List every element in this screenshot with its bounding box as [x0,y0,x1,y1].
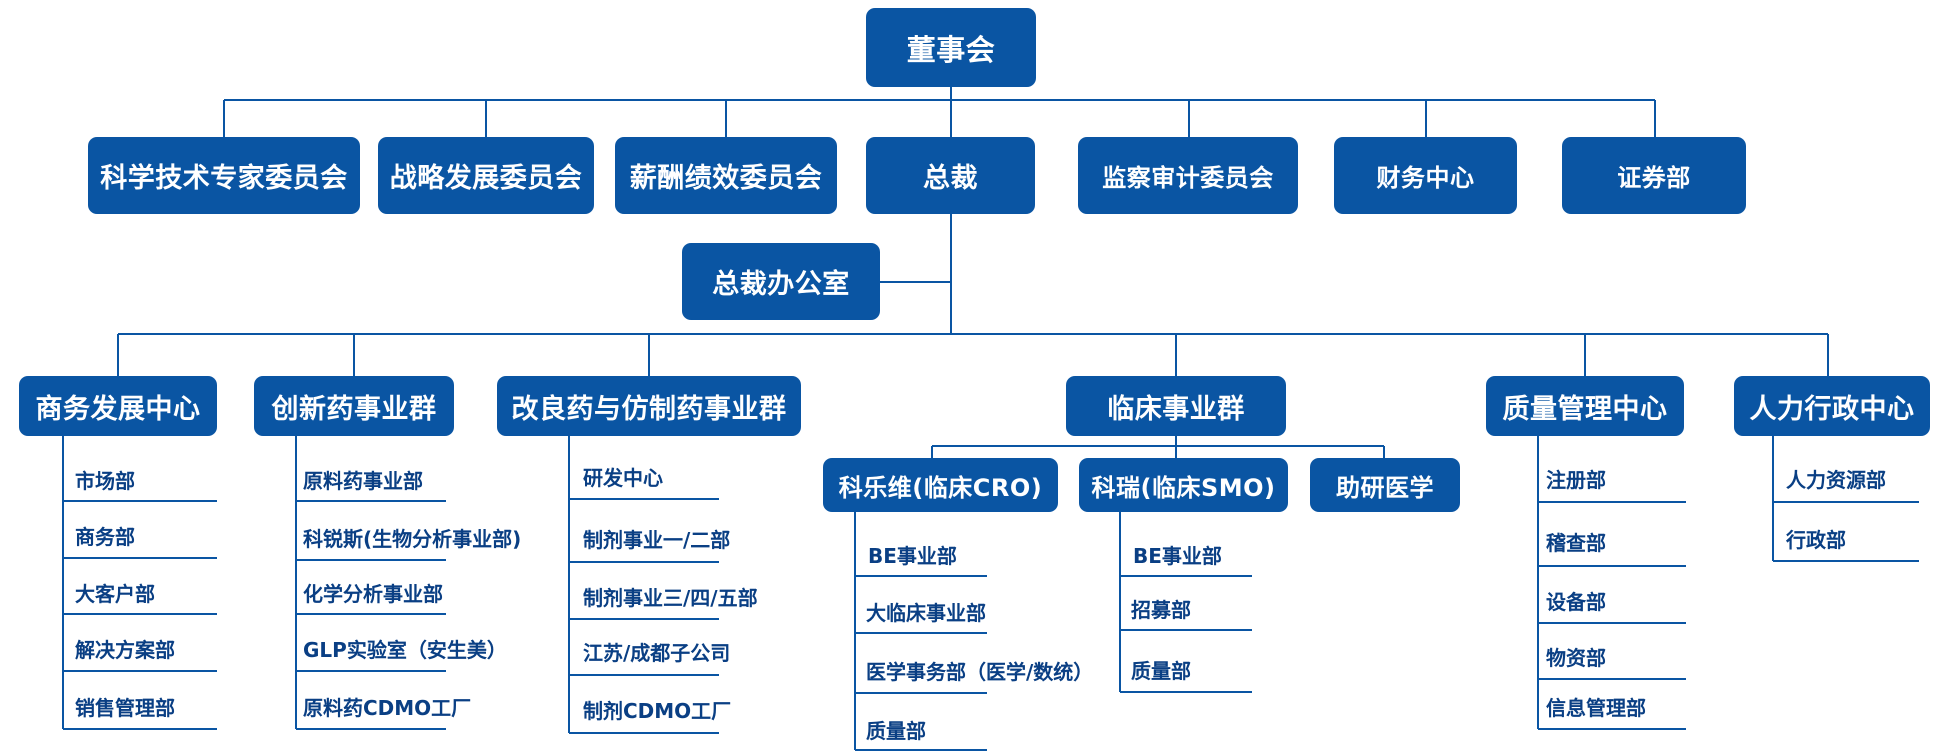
division-hr-box: 人力行政中心 [1734,376,1930,436]
business-item: 商务部 [75,525,135,549]
president-box: 总裁 [866,137,1035,214]
clinical-cro-box: 科乐维(临床CRO) [823,458,1058,512]
committee-audit-box: 监察审计委员会 [1078,137,1298,214]
improved-item: 研发中心 [583,466,663,490]
innovative-item: GLP实验室（安生美） [303,638,507,662]
finance-center-box: 财务中心 [1334,137,1517,214]
board-box: 董事会 [866,8,1036,87]
innovative-item: 原料药事业部 [303,469,423,493]
clinical-smo-box: 科瑞(临床SMO) [1079,458,1288,512]
president-office-box: 总裁办公室 [682,243,880,320]
innovative-item: 科锐斯(生物分析事业部) [303,527,522,551]
division-clinical-box: 临床事业群 [1066,376,1286,436]
innovative-item: 化学分析事业部 [303,582,443,606]
business-item: 解决方案部 [75,638,175,662]
cro-item: BE事业部 [868,544,957,568]
committee-science-box: 科学技术专家委员会 [88,137,360,214]
improved-item: 制剂CDMO工厂 [583,699,732,723]
smo-item: 招募部 [1131,598,1191,622]
division-business-box: 商务发展中心 [19,376,217,436]
committee-strategy-box: 战略发展委员会 [378,137,594,214]
business-item: 大客户部 [75,582,155,606]
quality-item: 信息管理部 [1546,696,1646,720]
quality-item: 注册部 [1546,468,1606,492]
improved-item: 制剂事业一/二部 [583,528,731,552]
hr-item: 人力资源部 [1786,468,1886,492]
securities-dept-box: 证券部 [1562,137,1746,214]
division-innovative-box: 创新药事业群 [254,376,454,436]
division-quality-box: 质量管理中心 [1486,376,1684,436]
quality-item: 设备部 [1546,590,1606,614]
cro-item: 大临床事业部 [866,601,986,625]
quality-item: 物资部 [1546,646,1606,670]
smo-item: 质量部 [1131,659,1191,683]
clinical-medical-box: 助研医学 [1310,458,1460,512]
cro-item: 质量部 [866,719,926,743]
business-item: 市场部 [75,469,135,493]
committee-compensation-box: 薪酬绩效委员会 [615,137,837,214]
business-item: 销售管理部 [75,696,175,720]
improved-item: 江苏/成都子公司 [583,641,731,665]
improved-item: 制剂事业三/四/五部 [583,586,758,610]
smo-item: BE事业部 [1133,544,1222,568]
cro-item: 医学事务部（医学/数统） [866,660,1094,684]
innovative-item: 原料药CDMO工厂 [303,696,472,720]
hr-item: 行政部 [1786,528,1846,552]
division-improved-box: 改良药与仿制药事业群 [497,376,801,436]
quality-item: 稽查部 [1546,531,1606,555]
